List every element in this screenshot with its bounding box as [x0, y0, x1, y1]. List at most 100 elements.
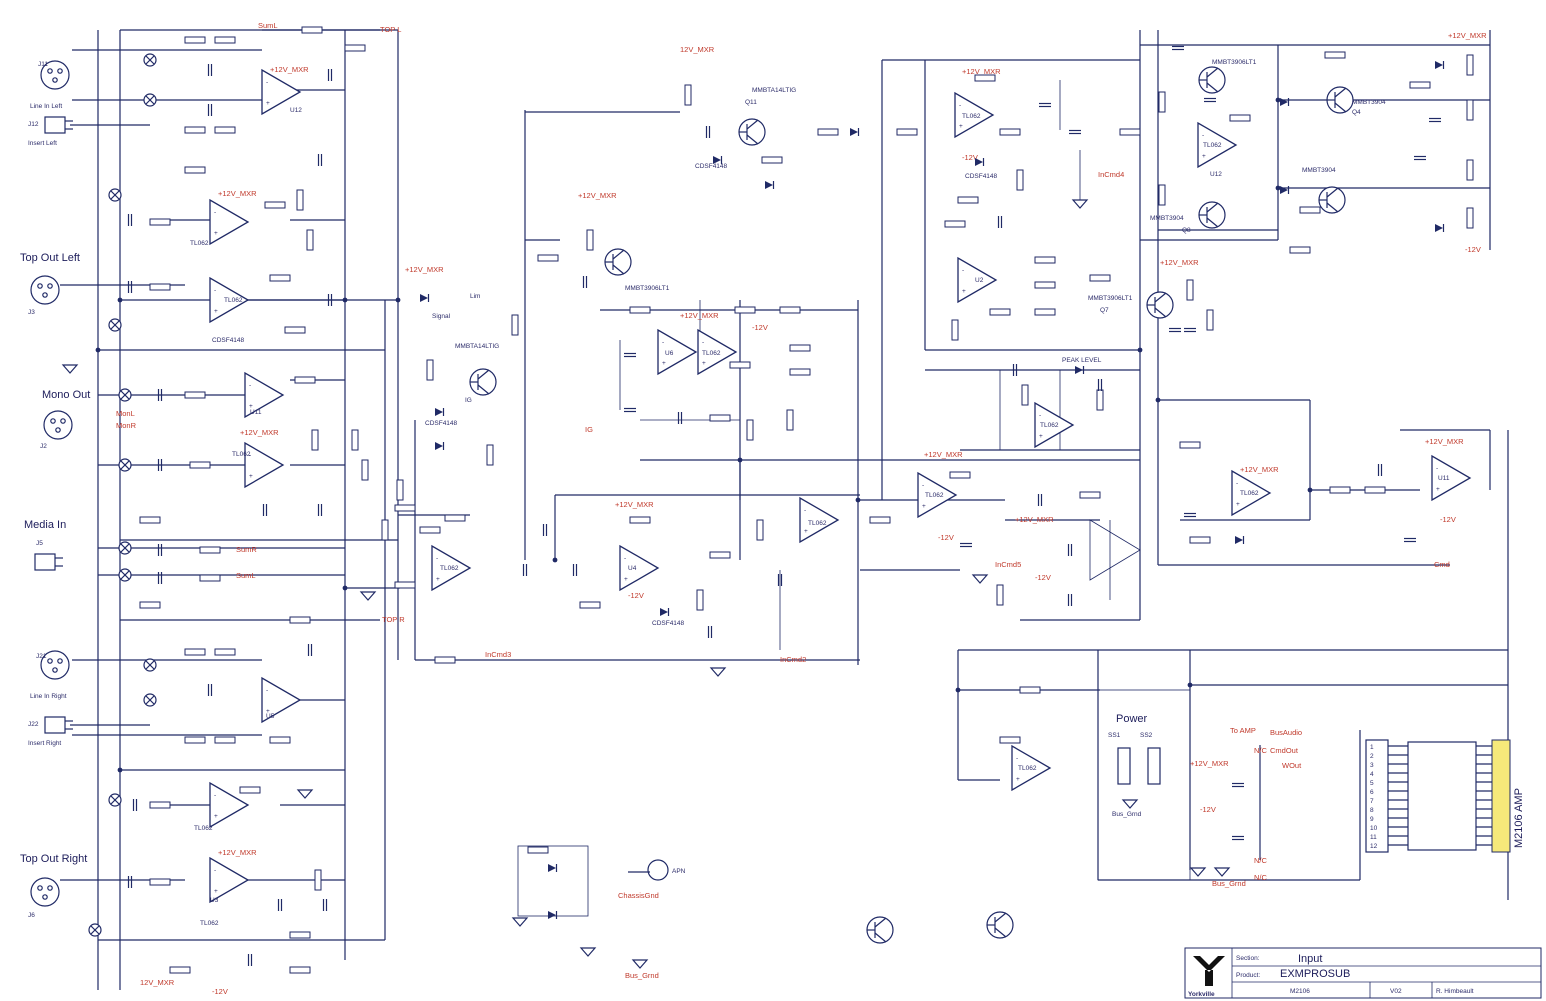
connector-pin-1: 1: [1370, 744, 1374, 751]
net-mono-l: MonL: [116, 409, 135, 418]
bus-grnd-label-3: Bus_Grnd: [625, 971, 659, 980]
u2-label: U2: [975, 277, 984, 284]
mono-out-title: Mono Out: [42, 389, 90, 401]
rail-label-26: +12V_MXR: [1190, 759, 1229, 768]
product-value: EXMPROSUB: [1280, 968, 1350, 980]
section-label: Section:: [1236, 955, 1260, 962]
net-bus-audio: BusAudio: [1270, 728, 1302, 737]
yorkville-logo-icon: [1193, 956, 1225, 986]
mmbt3904-label-1: MMBT3904: [1352, 99, 1386, 106]
signal-label: Signal: [432, 313, 451, 320]
j6-label: J6: [28, 912, 35, 919]
rail-label-13: -12V: [628, 591, 644, 600]
u6-label: U6: [665, 350, 674, 357]
apn-label: APN: [672, 868, 686, 875]
media-in-title: Media In: [24, 519, 66, 531]
rail-label-12: +12V_MXR: [615, 500, 654, 509]
left-opamp-stages: +12V_MXR U12 +12V_MXR TL062 TL062 CDSF41…: [190, 65, 309, 927]
tl062-label-12: TL062: [1203, 142, 1222, 149]
media-in-connector: Media In J5: [24, 519, 66, 571]
rail-label-25: -12V: [1440, 515, 1456, 524]
net-in-cmd4: InCmd4: [1098, 170, 1124, 179]
mmbta14-label-2: MMBTA14LTIG: [752, 87, 796, 94]
emi-markers: [88, 53, 157, 937]
rail-label-22: -12V: [1465, 245, 1481, 254]
center-stages: +12V_MXR Signal Lim MMBTA14LTIG IG CDSF4…: [394, 45, 918, 677]
connector-pin-10: 10: [1370, 825, 1378, 832]
u11-label: U11: [250, 409, 262, 416]
connector-pin-6: 6: [1370, 789, 1374, 796]
rail-label-16: +12V_MXR: [1160, 258, 1199, 267]
top-out-right-connector: Top Out Right J6: [20, 853, 87, 919]
bus-grnd-label-2: Bus_Grnd: [1212, 879, 1246, 888]
rail-label-14: +12V_MXR: [962, 67, 1001, 76]
rail-label-20: -12V: [1035, 573, 1051, 582]
rail-label-10: +12V_MXR: [680, 311, 719, 320]
rail-label-21: +12V_MXR: [1448, 31, 1487, 40]
mmbt3904-label-3: MMBT3904: [1150, 215, 1184, 222]
net-in-cmd5: InCmd5: [995, 560, 1021, 569]
rev-value: V02: [1390, 988, 1402, 995]
cdsf-label-5: CDSF4148: [965, 173, 998, 180]
rail-label-9: +12V_MXR: [578, 191, 617, 200]
mmbt3906-label-2: MMBT3906LT1: [1088, 295, 1133, 302]
line-in-left-label: Line In Left: [30, 103, 62, 110]
u5-label: U5: [266, 713, 275, 720]
designer-value: R. Himbeault: [1436, 988, 1474, 995]
mono-out-connector: Mono Out J2: [40, 389, 90, 450]
rail-label-17: +12V_MXR: [924, 450, 963, 459]
connector-pin-9: 9: [1370, 816, 1374, 823]
j11-label: J11: [38, 61, 48, 68]
tl062-label-7: TL062: [702, 350, 721, 357]
junction-dots: [95, 97, 1313, 773]
j2-label: J2: [40, 443, 47, 450]
ig-label-2: IG: [585, 425, 593, 434]
peak-level-label: PEAK LEVEL: [1062, 357, 1102, 364]
cdsf-label-2: CDSF4148: [425, 420, 458, 427]
connector-pin-12: 12: [1370, 843, 1378, 850]
j22-label: J22: [28, 721, 39, 728]
net-top-r: TOP R: [382, 615, 405, 624]
mmbt3904-label-2: MMBT3904: [1302, 167, 1336, 174]
lim-label: Lim: [470, 293, 480, 300]
line-in-right-connector: J21 Line In Right J22 Insert Right: [28, 650, 74, 747]
connector-pin-8: 8: [1370, 807, 1374, 814]
net-in-cmd2: InCmd2: [780, 655, 806, 664]
power-section: Power SS1 SS2 Bus_Grnd TL062 +12V_MXR -1…: [999, 686, 1302, 888]
u12-label: U12: [290, 107, 302, 114]
cdsf-label-3: CDSF4148: [695, 163, 728, 170]
line-in-left-connector: J11 Line In Left J12 Insert Left: [28, 60, 74, 147]
net-wout: WOut: [1282, 761, 1302, 770]
net-sum-l: SumL: [258, 21, 278, 30]
product-label: Product:: [1236, 972, 1260, 979]
u4-label: U4: [628, 565, 637, 572]
rail-label-6: -12V: [212, 987, 228, 996]
rail-label-18: -12V: [938, 533, 954, 542]
left-net-labels: SumL TOP L SumR SumL TOP R MonL MonR 12V…: [116, 21, 405, 996]
mmbt3906-label-3: MMBT3906LT1: [1212, 59, 1257, 66]
rail-label-3: +12V_MXR: [240, 428, 279, 437]
line-in-right-label: Line In Right: [30, 693, 67, 700]
tl062-label-6: TL062: [440, 565, 459, 572]
rail-label-4: +12V_MXR: [218, 848, 257, 857]
j3-label: J3: [28, 309, 35, 316]
connector-pin-5: 5: [1370, 780, 1374, 787]
net-in-cmd3: InCmd3: [485, 650, 511, 659]
tl062-label-8: TL062: [808, 520, 827, 527]
insert-left-label: Insert Left: [28, 140, 57, 147]
cdsf-label-4: CDSF4148: [652, 620, 685, 627]
connector-pin-4: 4: [1370, 771, 1374, 778]
j12-label: J12: [28, 121, 39, 128]
circuit-wiring: [60, 29, 1509, 990]
right-stages: MMBT3906LT1 MMBT3904 Q4 MMBT3904 MMBT390…: [1150, 31, 1487, 569]
net-nc-2: N/C: [1254, 856, 1268, 865]
rail-label-11: -12V: [752, 323, 768, 332]
top-out-right-title: Top Out Right: [20, 853, 87, 865]
top-out-left-title: Top Out Left: [20, 252, 80, 264]
ss1-label: SS1: [1108, 732, 1121, 739]
tl062-label-1: TL062: [190, 240, 209, 247]
ss2-label: SS2: [1140, 732, 1153, 739]
j5-label: J5: [36, 540, 43, 547]
net-sum-l-2: SumL: [236, 571, 256, 580]
rail-label-24: +12V_MXR: [1425, 437, 1464, 446]
